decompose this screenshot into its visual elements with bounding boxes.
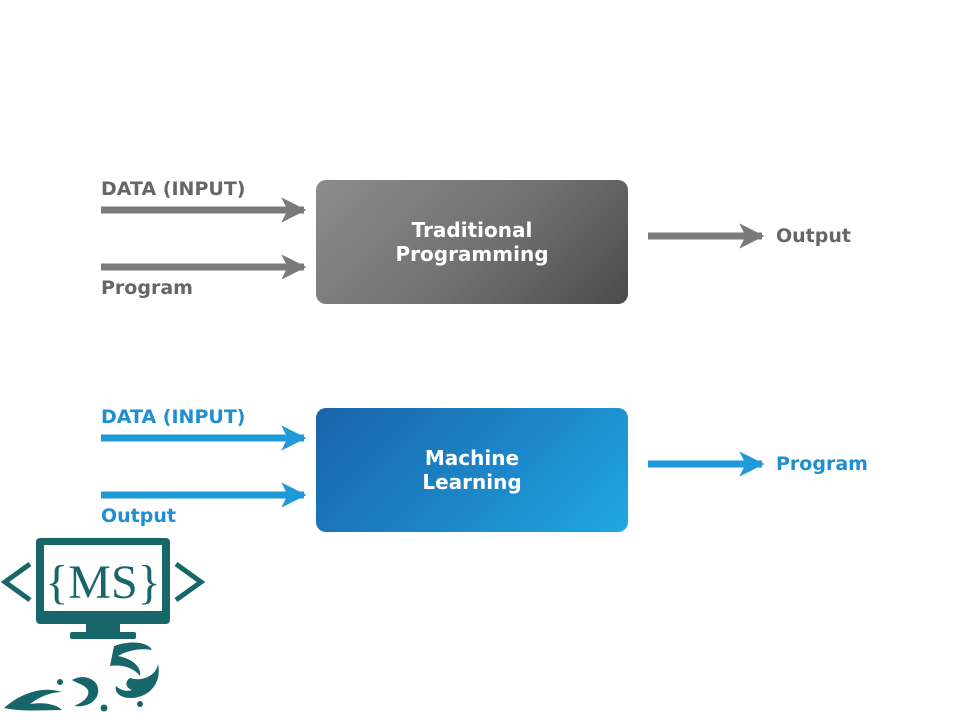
chevron-right-icon <box>174 561 206 603</box>
brand-logo: {MS} <box>0 538 206 712</box>
traditional-input-bottom-label: Program <box>101 277 193 299</box>
calligraphy-icon <box>4 642 159 712</box>
ml-input-bottom-label: Output <box>101 505 176 527</box>
chevron-left-icon <box>0 561 32 603</box>
traditional-output-label: Output <box>776 225 851 247</box>
machine-learning-box-label: Machine Learning <box>422 446 522 494</box>
traditional-programming-box: Traditional Programming <box>316 180 628 304</box>
traditional-programming-box-label: Traditional Programming <box>395 218 549 266</box>
machine-learning-box: Machine Learning <box>316 408 628 532</box>
monitor-icon <box>36 538 170 639</box>
ml-input-top-label: DATA (INPUT) <box>101 406 246 428</box>
logo-monogram: {MS} <box>45 556 160 609</box>
ml-output-label: Program <box>776 453 868 475</box>
traditional-input-top-label: DATA (INPUT) <box>101 178 246 200</box>
